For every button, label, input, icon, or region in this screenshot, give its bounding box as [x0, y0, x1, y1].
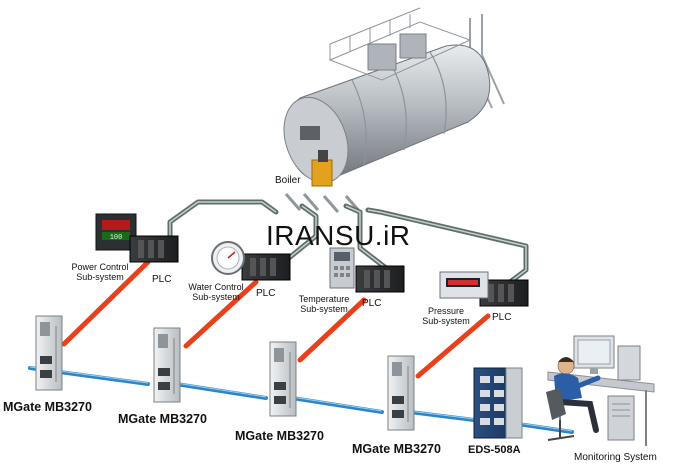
subsystem-water-line1: Water Control: [188, 282, 244, 292]
mgate-4: [387, 355, 415, 431]
power-control-meter: 100: [95, 213, 137, 251]
subsystem-temperature-line1: Temperature: [298, 294, 350, 304]
mgate-devices: [35, 315, 415, 431]
monitoring-system-label: Monitoring System: [574, 452, 657, 463]
subsystem-pressure-line2: Sub-system: [422, 316, 470, 326]
temperature-controller: [329, 247, 355, 289]
plc-3-label: PLC: [362, 298, 382, 309]
subsystem-temperature-line2: Sub-system: [300, 304, 348, 314]
mgate-3-label: MGate MB3270: [235, 429, 324, 443]
subsystem-power-label: Power Control Sub-system: [68, 262, 132, 282]
cable-power: [167, 199, 279, 243]
mgate-4-label: MGate MB3270: [352, 442, 441, 456]
serial-link-2: [183, 279, 259, 349]
mgate-2: [153, 327, 181, 403]
monitoring-workstation: [546, 335, 655, 446]
pressure-meter: [439, 271, 489, 299]
serial-links: [61, 259, 491, 379]
serial-link-3: [297, 297, 367, 363]
boiler-label: Boiler: [275, 175, 301, 186]
subsystem-power-line1: Power Control: [71, 262, 129, 272]
subsystem-water-line2: Sub-system: [192, 292, 240, 302]
plc-4-label: PLC: [492, 312, 512, 323]
plc-2: [241, 253, 291, 281]
meter-readout: 100: [110, 234, 123, 242]
subsystem-pressure-line1: Pressure: [427, 306, 464, 316]
subsystem-water-label: Water Control Sub-system: [184, 282, 248, 302]
mgate-1-label: MGate MB3270: [3, 400, 92, 414]
plc-1: [129, 235, 179, 263]
plc-units: [129, 235, 529, 307]
subsystem-pressure-label: Pressure Sub-system: [418, 306, 474, 326]
plc-3: [355, 265, 405, 293]
serial-link-4: [415, 313, 491, 379]
plc-1-label: PLC: [152, 274, 172, 285]
watermark-text: IRANSU.iR: [266, 220, 411, 251]
boiler: [283, 7, 505, 213]
mgate-3: [269, 341, 297, 417]
ethernet-links: [28, 366, 574, 434]
mgate-1: [35, 315, 63, 391]
serial-link-1: [61, 259, 151, 347]
water-gauge: [211, 241, 245, 275]
plc-4: [479, 279, 529, 307]
eds-switch: [473, 367, 523, 439]
mgate-2-label: MGate MB3270: [118, 412, 207, 426]
subsystem-temperature-label: Temperature Sub-system: [292, 294, 356, 314]
eds-switch-label: EDS-508A: [468, 444, 521, 456]
plc-2-label: PLC: [256, 288, 276, 299]
subsystem-power-line2: Sub-system: [76, 272, 124, 282]
